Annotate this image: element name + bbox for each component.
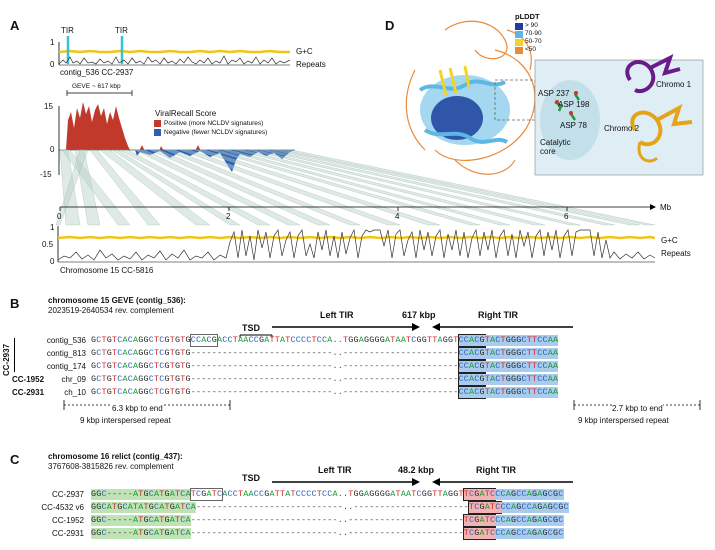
- bottom-y-min: 0: [50, 257, 55, 266]
- chromo2-domain: [630, 103, 693, 147]
- panel-c-size: 48.2 kbp: [398, 465, 435, 475]
- left-end-label: 6.3 kbp to end: [112, 404, 163, 413]
- panel-c-arrows: [272, 478, 573, 486]
- gc-track-top: [58, 49, 290, 54]
- plddt-title: pLDDT: [515, 12, 540, 21]
- b-row-label-2: contig_174: [46, 362, 86, 371]
- panel-b-size: 617 kbp: [402, 310, 436, 320]
- negative-score-area: [135, 150, 295, 172]
- axis-unit: Mb: [660, 203, 672, 212]
- gc-track-bottom: [57, 235, 656, 240]
- panel-b-arrows: [239, 323, 573, 338]
- asp-198-label: ASP 198: [558, 100, 590, 109]
- repeats-label-top: Repeats: [296, 60, 326, 69]
- right-end-label: 2.7 kbp to end: [612, 404, 663, 413]
- plddt-gt90: > 90: [525, 22, 538, 29]
- repeat-track-bottom: [57, 228, 656, 261]
- plddt-70-90: 70-90: [525, 30, 542, 37]
- panel-b-title: chromosome 15 GEVE (contig_536):: [48, 296, 186, 305]
- chromosome-label: Chromosome 15 CC-5816: [60, 266, 154, 275]
- axis-tick-0: 0: [57, 212, 62, 221]
- protein-structure: [405, 20, 704, 176]
- gc-label-top: G+C: [296, 47, 313, 56]
- panel-c-title: chromosome 16 relict (contig_437):: [48, 452, 183, 461]
- panel-a-letter: A: [10, 18, 20, 33]
- gc-label-bottom: G+C: [661, 236, 678, 245]
- legend-negative: Negative (fewer NCLDV signatures): [164, 129, 268, 136]
- panel-c-tsd: TSD: [242, 473, 260, 483]
- top-y-max: 1: [50, 38, 55, 47]
- tir-label-2: TIR: [115, 26, 128, 35]
- plddt-50-70: 50-70: [525, 38, 542, 45]
- panel-d-letter: D: [385, 18, 395, 33]
- panel-b-letter: B: [10, 296, 20, 311]
- b-strain-3: CC-1952: [12, 375, 45, 384]
- asp-78-label: ASP 78: [560, 121, 587, 130]
- asp-residues: [554, 91, 581, 121]
- panel-b-end-markers: [63, 400, 701, 410]
- b-row-label-3: chr_09: [61, 375, 86, 384]
- panel-b-coords: 2023519-2640534 rev. complement: [48, 306, 174, 315]
- c-row-label-2: CC-1952: [51, 516, 84, 525]
- bottom-y-max: 1: [50, 223, 55, 232]
- panel-b-left-tir: Left TIR: [320, 310, 354, 320]
- chromo1-label: Chromo 1: [656, 80, 692, 89]
- axis-tick-4: 4: [395, 212, 400, 221]
- c-row-label-3: CC-2931: [51, 529, 84, 538]
- chromo2-label: Chromo 2: [604, 124, 640, 133]
- chromo1-domain: [625, 54, 681, 94]
- panel-c-left-tir: Left TIR: [318, 465, 352, 475]
- axis-tick-2: 2: [226, 212, 231, 221]
- b-row-label-1: contig_813: [46, 349, 86, 358]
- score-y-top: 15: [44, 102, 53, 111]
- panel-c-right-tir: Right TIR: [476, 465, 516, 475]
- strain-cc2937: CC-2937: [2, 343, 11, 376]
- b-row-label-0: contig_536: [46, 336, 86, 345]
- legend-positive: Positive (more NCLDV signatures): [164, 120, 264, 127]
- c-row-label-1: CC-4532 v6: [41, 503, 84, 512]
- b-row-label-4: ch_10: [64, 388, 86, 397]
- geve-label: GEVE ~ 617 kbp: [72, 83, 121, 90]
- panel-b-tsd: TSD: [242, 323, 260, 333]
- panel-b-right-tir: Right TIR: [478, 310, 518, 320]
- positive-score-area: [66, 102, 130, 150]
- panel-a-figure: [55, 36, 656, 263]
- legend-title: ViralRecall Score: [155, 109, 217, 118]
- repeat-track-top: [58, 55, 291, 65]
- panel-c-coords: 3767608-3815826 rev. complement: [48, 462, 174, 471]
- catalytic-core-label: Catalytic core: [540, 138, 571, 156]
- right-repeat-label: 9 kbp interspersed repeat: [578, 416, 669, 425]
- repeats-label-bottom: Repeats: [661, 249, 691, 258]
- asp-237-label: ASP 237: [538, 89, 570, 98]
- panel-c-letter: C: [10, 452, 20, 467]
- score-y-mid: 0: [50, 145, 55, 154]
- c-row-label-0: CC-2937: [51, 490, 84, 499]
- tir-label-1: TIR: [61, 26, 74, 35]
- plddt-lt50: <50: [525, 46, 537, 53]
- bottom-y-mid: 0.5: [42, 240, 54, 249]
- top-y-min: 0: [50, 60, 55, 69]
- left-repeat-label: 9 kbp interspersed repeat: [80, 416, 171, 425]
- axis-tick-6: 6: [564, 212, 569, 221]
- contig-label: contig_536 CC-2937: [60, 68, 134, 77]
- synteny-ribbons: [55, 149, 656, 226]
- b-strain-4: CC-2931: [12, 388, 45, 397]
- score-y-bottom: -15: [40, 170, 52, 179]
